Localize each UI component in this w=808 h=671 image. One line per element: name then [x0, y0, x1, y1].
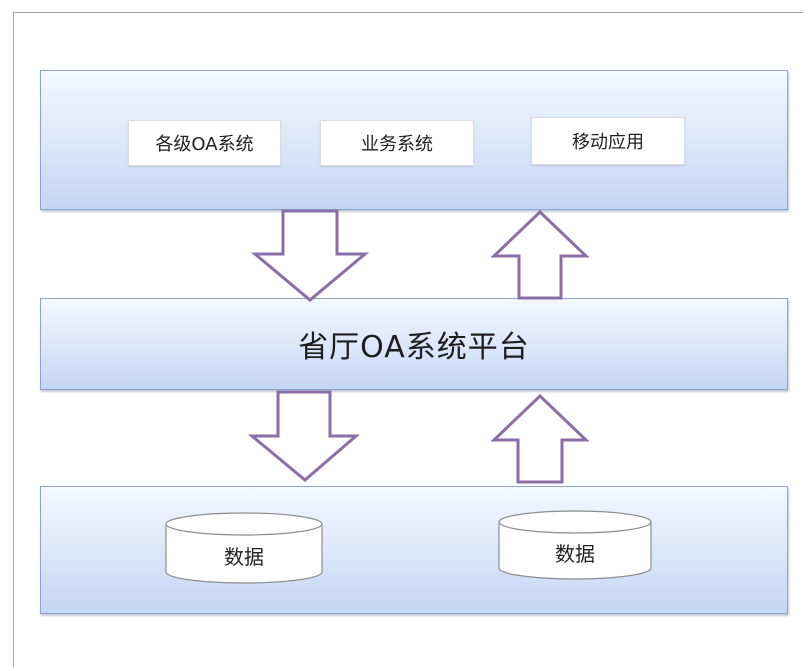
database-cylinder-1: [165, 512, 323, 584]
business-system-box: 业务系统: [320, 120, 474, 166]
mobile-app-box: 移动应用: [531, 117, 685, 165]
data-layer-band: [40, 486, 788, 614]
platform-label: 省厅OA系统平台: [298, 330, 530, 365]
oa-systems-box: 各级OA系统: [128, 120, 281, 166]
database-label-2: 数据: [555, 541, 595, 566]
diagram-frame: [13, 12, 803, 666]
database-cylinder-2: [498, 510, 652, 580]
platform-layer-band: [40, 298, 788, 390]
database-label-1: 数据: [224, 544, 264, 569]
